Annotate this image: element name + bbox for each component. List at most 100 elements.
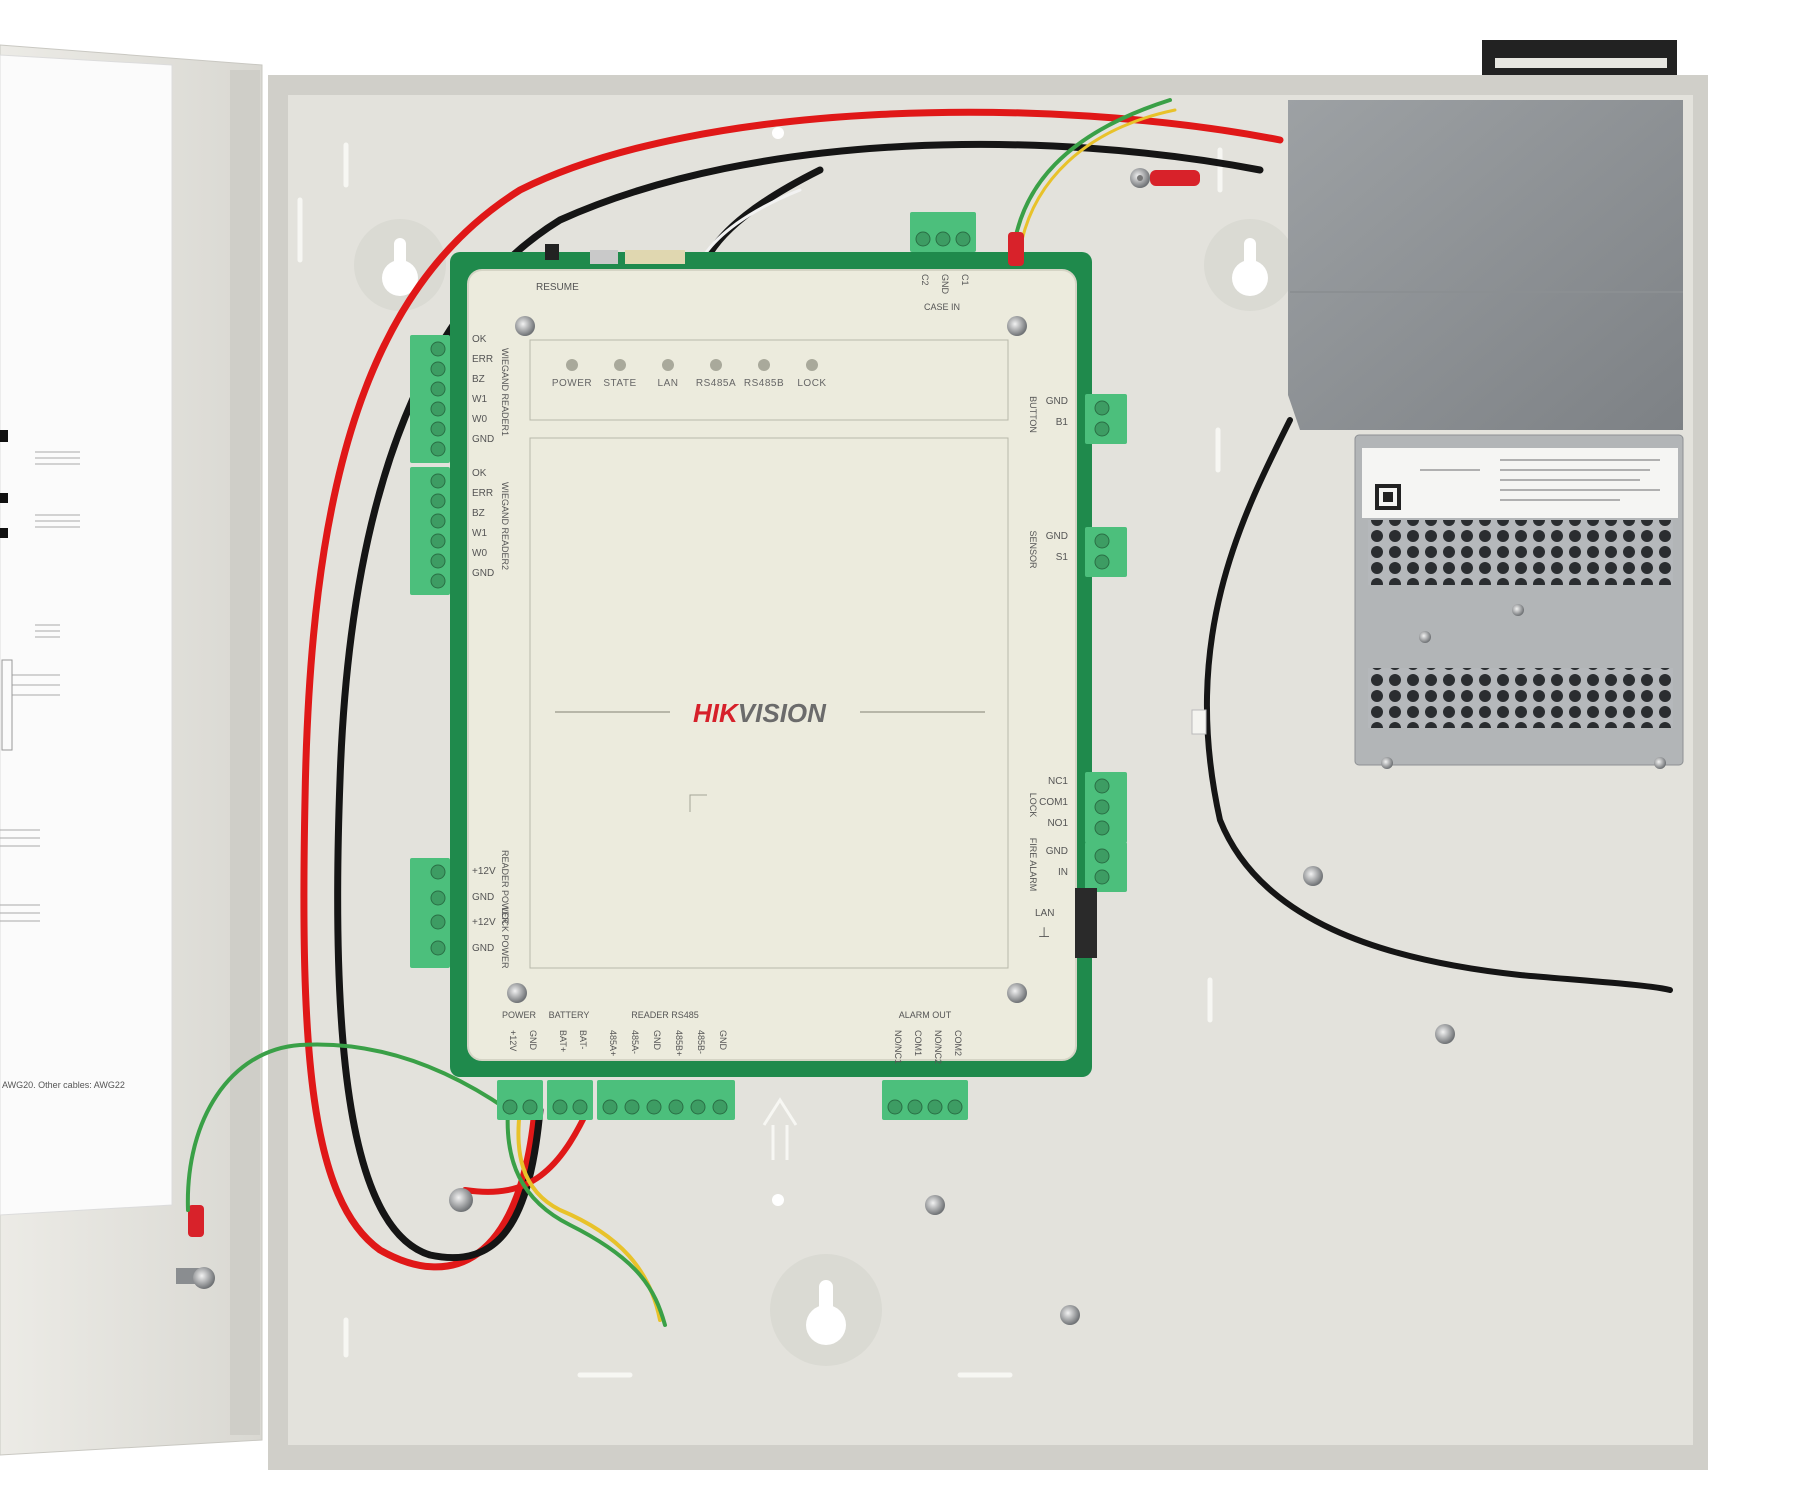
fire-alarm-block	[1085, 842, 1127, 892]
power-in-screw	[522, 1099, 538, 1115]
power-supply	[1288, 100, 1684, 769]
wiegand-reader1-screw	[430, 341, 446, 357]
sensor-screw	[1094, 533, 1110, 549]
reader-rs485-screw	[624, 1099, 640, 1115]
alarm-out-pin-no-nc2: NO/NC2	[933, 1030, 943, 1064]
wiegand-reader1-pin-gnd: GND	[472, 434, 494, 445]
alarm-out-pin-com1: COM1	[913, 1030, 923, 1056]
led-label-rs485b: RS485B	[744, 378, 784, 389]
reader-rs485-block	[597, 1080, 735, 1120]
alarm-out-screw	[907, 1099, 923, 1115]
reader-rs485-pin-gnd: GND	[652, 1030, 662, 1051]
reader-power-pin-gnd: GND	[472, 892, 494, 903]
ground-screw	[449, 1188, 473, 1212]
button-pin-b1: B1	[1056, 417, 1069, 428]
case-in-pin-gnd: GND	[940, 274, 950, 295]
wiegand-reader2-title: WIEGAND READER2	[500, 482, 510, 570]
network-icon: ⊥	[1038, 924, 1050, 940]
reader-power-screw	[430, 864, 446, 880]
cable-tie	[1191, 709, 1207, 735]
keyhole-slots	[354, 219, 1296, 1366]
button-screw	[1094, 400, 1110, 416]
wiegand-reader2-pin-w1: W1	[472, 528, 487, 539]
psu-label	[1362, 448, 1678, 518]
reader-rs485-screw	[668, 1099, 684, 1115]
sensor-pin-gnd: GND	[1046, 531, 1068, 542]
fire-alarm-pin-in: IN	[1058, 867, 1068, 878]
wiegand-reader1-pin-w1: W1	[472, 394, 487, 405]
case-in-pin-c1: C1	[960, 274, 970, 286]
wiegand-reader1-screw	[430, 441, 446, 457]
lock-power-block	[410, 908, 450, 968]
wiegand-reader2-screw	[430, 533, 446, 549]
brand-logo-hik: HIK	[693, 698, 740, 728]
wiegand-reader2-pin-ok: OK	[472, 468, 487, 479]
power-in-pin-12v: +12V	[508, 1030, 518, 1051]
wiegand-reader2-screw	[430, 473, 446, 489]
button-title: BUTTON	[1028, 396, 1038, 433]
power-in-title: POWER	[502, 1010, 537, 1020]
reader-rs485-screw	[646, 1099, 662, 1115]
lock-screw	[1094, 778, 1110, 794]
standoff-nuts	[925, 866, 1455, 1325]
lock-power-pin-gnd: GND	[472, 943, 494, 954]
brand-logo-vision: VISION	[738, 698, 827, 728]
wiegand-reader1-screw	[430, 381, 446, 397]
led-label-state: STATE	[603, 378, 636, 389]
lock-title: LOCK	[1028, 793, 1038, 818]
wiegand-reader1-pin-ok: OK	[472, 334, 487, 345]
fire-alarm-title: FIRE ALARM	[1028, 838, 1038, 892]
button-pin-gnd: GND	[1046, 396, 1068, 407]
wiegand-reader1-pin-err: ERR	[472, 354, 493, 365]
alarm-out-pin-no-nc1: NO/NC1	[893, 1030, 903, 1064]
led-rs485b	[758, 359, 770, 371]
wiegand-reader1-pin-bz: BZ	[472, 374, 485, 385]
led-label-lock: LOCK	[797, 378, 826, 389]
power-in-block	[497, 1080, 543, 1120]
led-lock	[806, 359, 818, 371]
psu-vent-bottom	[1368, 668, 1673, 728]
wiegand-reader1-screw	[430, 421, 446, 437]
reader-power-screw	[430, 890, 446, 906]
lock-power-title: LOCK POWER	[500, 907, 510, 969]
case-in-screw	[935, 231, 951, 247]
cover-screws	[507, 316, 1027, 1003]
power-wiring	[185, 98, 1673, 1327]
case-in-title: CASE IN	[924, 302, 960, 312]
right-terminals: GNDB1BUTTONGNDS1SENSORNC1COM1NO1LOCKGNDI…	[1028, 394, 1127, 892]
door-ground-lug	[176, 1205, 215, 1289]
wiegand-reader2-screw	[430, 493, 446, 509]
lan-port-label: LAN	[1035, 908, 1054, 919]
enclosure-door: AWG20. Other cables: AWG22	[0, 44, 263, 1456]
alarm-out-screw	[927, 1099, 943, 1115]
wiegand-reader2-pin-gnd: GND	[472, 568, 494, 579]
reader-rs485-pin-485a: 485A+	[608, 1030, 618, 1056]
alarm-out-block	[882, 1080, 968, 1120]
fire-alarm-pin-gnd: GND	[1046, 846, 1068, 857]
case-in-screw	[955, 231, 971, 247]
lan-port: LAN ⊥	[1035, 888, 1097, 958]
lock-pin-com1: COM1	[1039, 797, 1068, 808]
lock-screw	[1094, 799, 1110, 815]
reader-rs485-title: READER RS485	[631, 1010, 699, 1020]
reader-rs485-screw	[602, 1099, 618, 1115]
power-in-pin-gnd: GND	[528, 1030, 538, 1051]
lock-power-screw	[430, 940, 446, 956]
reader-rs485-pin-gnd: GND	[718, 1030, 728, 1051]
alarm-out-screw	[887, 1099, 903, 1115]
door-sheet-note: AWG20. Other cables: AWG22	[2, 1080, 125, 1090]
lock-pin-no1: NO1	[1047, 818, 1068, 829]
reader-power-title: READER POWER	[500, 850, 510, 925]
wiegand-reader1-screw	[430, 401, 446, 417]
wiegand-reader2-pin-w0: W0	[472, 548, 487, 559]
sensor-block	[1085, 527, 1127, 577]
alarm-out-screw	[947, 1099, 963, 1115]
psu-vent-top	[1368, 520, 1673, 585]
battery-screw	[552, 1099, 568, 1115]
top-hinge	[1482, 40, 1677, 75]
